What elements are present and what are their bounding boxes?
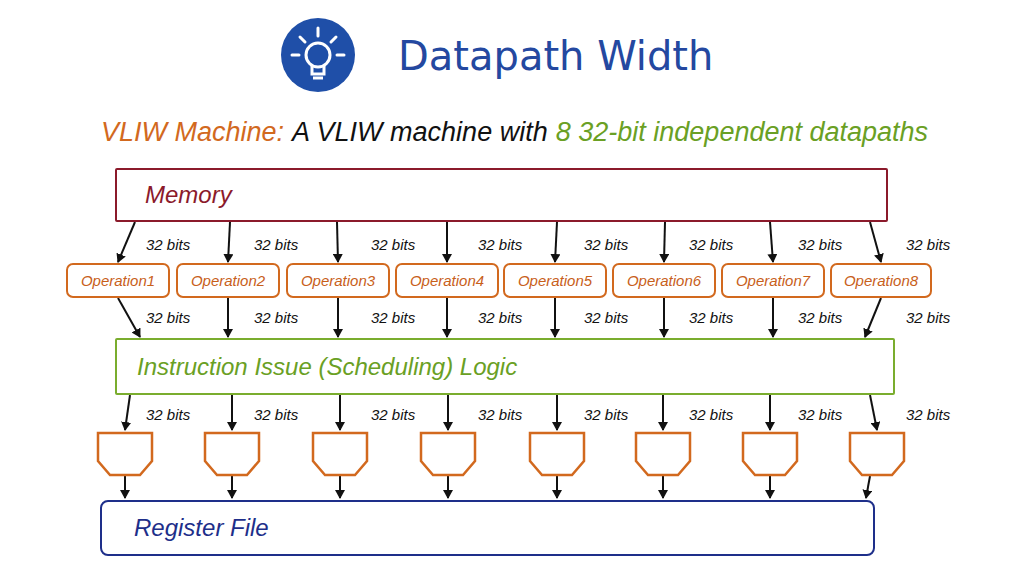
operation-box: Operation4: [395, 263, 499, 298]
datapath-arrow: [228, 222, 230, 262]
memory-block: Memory: [115, 168, 888, 222]
width-label: 32 bits: [905, 309, 951, 326]
width-label: 32 bits: [145, 406, 191, 423]
width-label: 32 bits: [797, 309, 843, 326]
node-label: Operation6: [627, 272, 701, 289]
operation-box: Operation2: [176, 263, 280, 298]
node-label: Operation1: [81, 272, 155, 289]
alu-symbols: [98, 433, 904, 475]
node-label: Memory: [145, 181, 232, 209]
datapath-arrow: [337, 298, 339, 337]
issue-logic-block: Instruction Issue (Scheduling) Logic: [115, 338, 895, 395]
width-label: 32 bits: [477, 309, 523, 326]
lightbulb-icon: [281, 18, 355, 92]
datapath-wires: [125, 395, 877, 498]
operation-box: Operation3: [286, 263, 390, 298]
datapath-arrow: [337, 222, 338, 262]
datapath-arrow: [446, 298, 448, 337]
width-label: 32 bits: [370, 406, 416, 423]
datapath-arrow: [118, 222, 135, 262]
node-label: Register File: [134, 514, 269, 542]
width-label: 32 bits: [797, 406, 843, 423]
node-label: Instruction Issue (Scheduling) Logic: [137, 353, 517, 381]
width-label: 32 bits: [253, 406, 299, 423]
width-label: 32 bits: [583, 309, 629, 326]
subtitle-text: 8 32-bit independent datapaths: [556, 117, 928, 148]
datapath-arrow: [446, 222, 448, 262]
operation-box: Operation8: [830, 263, 932, 298]
width-label: 32 bits: [253, 309, 299, 326]
datapath-arrow: [865, 298, 881, 337]
width-label: 32 bits: [477, 406, 523, 423]
width-label: 32 bits: [370, 236, 416, 253]
width-label: 32 bits: [370, 309, 416, 326]
width-label: 32 bits: [905, 406, 951, 423]
datapath-arrow: [664, 222, 665, 262]
width-label: 32 bits: [583, 236, 629, 253]
operation-box: Operation1: [66, 263, 170, 298]
width-label: 32 bits: [477, 236, 523, 253]
width-label: 32 bits: [145, 236, 191, 253]
operation-box: Operation5: [503, 263, 607, 298]
subtitle-line: VLIW Machine: A VLIW machine with 8 32-bit…: [0, 117, 1029, 148]
datapath-arrow: [554, 298, 556, 337]
node-label: Operation2: [191, 272, 265, 289]
width-label: 32 bits: [905, 236, 951, 253]
subtitle-text: A VLIW machine with: [292, 117, 548, 148]
datapath-arrow: [555, 222, 557, 262]
datapath-arrow: [772, 298, 774, 337]
width-label: 32 bits: [797, 236, 843, 253]
width-label: 32 bits: [688, 309, 734, 326]
register-file-block: Register File: [100, 500, 875, 556]
width-label: 32 bits: [253, 236, 299, 253]
title: Datapath Width: [398, 33, 713, 79]
datapath-arrow: [770, 222, 773, 262]
width-label: 32 bits: [688, 406, 734, 423]
operation-box: Operation7: [721, 263, 825, 298]
datapath-arrow: [118, 298, 140, 337]
node-label: Operation8: [844, 272, 918, 289]
datapath-arrow: [663, 298, 665, 337]
operation-box: Operation6: [612, 263, 716, 298]
node-label: Operation7: [736, 272, 810, 289]
width-label: 32 bits: [688, 236, 734, 253]
subtitle-text: VLIW Machine:: [101, 117, 284, 148]
node-label: Operation3: [301, 272, 375, 289]
datapath-arrow: [870, 222, 881, 262]
width-label: 32 bits: [145, 309, 191, 326]
datapath-arrow: [227, 298, 229, 337]
node-label: Operation4: [410, 272, 484, 289]
width-label: 32 bits: [583, 406, 629, 423]
node-label: Operation5: [518, 272, 592, 289]
